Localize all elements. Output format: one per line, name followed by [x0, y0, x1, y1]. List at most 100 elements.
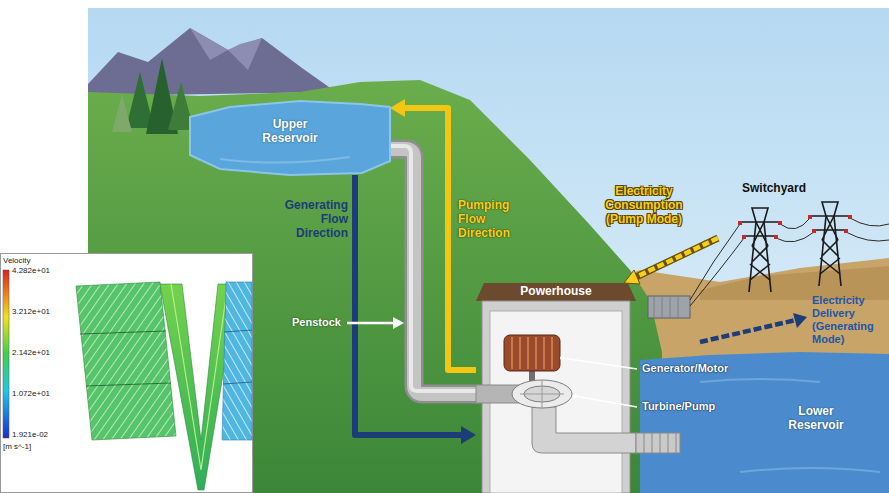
- delivery-arrow: [700, 313, 807, 342]
- cfd-inset: [223, 330, 252, 384]
- colorbar-value-anchor: 3.212e+01: [12, 307, 62, 317]
- colorbar-value-anchor: 2.142e+01: [12, 348, 62, 358]
- mountains: [88, 28, 336, 96]
- power-lines: [690, 224, 740, 300]
- generator-leader: [560, 356, 637, 369]
- node-text: Upper Reservoir: [256, 117, 324, 145]
- colorbar-unit-anchor: [m s^-1]: [3, 442, 63, 452]
- trees: [112, 94, 132, 132]
- mode-label: Electricity Consumption (Pump Mode): [596, 184, 692, 226]
- mountains: [88, 28, 336, 96]
- turbine-leader: [573, 394, 577, 398]
- insulator: [774, 235, 778, 239]
- arrow-head: [390, 99, 405, 117]
- insulator: [844, 229, 848, 233]
- sky: [88, 8, 889, 493]
- colorbar-value: 3.212e+01: [12, 307, 62, 317]
- consumption-arrow: [624, 270, 640, 284]
- cfd-inset: [222, 282, 252, 440]
- lower-reservoir-shape: [640, 352, 889, 493]
- transmission-tower: [749, 208, 771, 292]
- part-label: Generator/Motor: [642, 362, 752, 375]
- flow-label-anchor: Generating Flow Direction: [278, 198, 348, 240]
- powerhouse-shape: [512, 380, 572, 408]
- insulator: [778, 221, 782, 225]
- power-lines: [776, 232, 814, 242]
- insulator: [812, 229, 816, 233]
- power-lines: [846, 232, 889, 241]
- powerhouse: Powerhouse: [476, 283, 636, 493]
- powerhouse-shape: [476, 283, 636, 301]
- part-label-anchor: Penstock: [292, 316, 346, 329]
- upper-reservoir-shape: [220, 157, 350, 163]
- powerhouse-shape: [532, 407, 636, 453]
- cfd-inset: [1, 254, 253, 493]
- delivery-arrow: [793, 313, 807, 328]
- part-label-anchor: Switchyard: [742, 181, 814, 195]
- generating-flow-arrow: [355, 175, 476, 444]
- transmission-tower: [740, 208, 780, 292]
- insulator: [808, 215, 812, 219]
- generator-leader: [562, 358, 637, 369]
- mode-label: Electricity Delivery (Generating Mode): [812, 294, 886, 346]
- transmission-tower: [810, 216, 850, 274]
- powerhouse-shape: [476, 283, 636, 493]
- mode-label-anchor: Electricity Consumption (Pump Mode): [596, 184, 692, 226]
- mountains: [190, 28, 262, 70]
- penstock-leader: [347, 317, 404, 329]
- transmission-tower: [810, 202, 850, 286]
- transmission-tower: [740, 222, 780, 280]
- power-lines: [850, 218, 889, 226]
- transformer: [648, 296, 690, 318]
- power-lines: [780, 218, 810, 229]
- insulator: [738, 221, 742, 225]
- power-lines: [690, 218, 889, 306]
- consumption-arrow: [636, 238, 718, 277]
- mode-label-anchor: Electricity Delivery (Generating Mode): [812, 294, 886, 346]
- colorbar-value: 4.282e+01: [12, 266, 62, 276]
- part-label: Turbine/Pump: [642, 400, 752, 413]
- node-text: Lower Reservoir: [780, 404, 852, 432]
- powerhouse-shape: [504, 335, 560, 371]
- node-text: Powerhouse: [486, 284, 626, 298]
- part-label: Switchyard: [742, 181, 814, 195]
- transmission-tower: [819, 202, 841, 286]
- colorbar-title: Velocity: [3, 256, 63, 266]
- insulator: [848, 215, 852, 219]
- flow-label-anchor: Pumping Flow Direction: [458, 198, 530, 240]
- upper-reservoir-shape: [190, 101, 390, 175]
- flow-label: Pumping Flow Direction: [458, 198, 530, 240]
- colorbar-value-anchor: 4.282e+01: [12, 266, 62, 276]
- powerhouse-shape: [520, 380, 564, 408]
- colorbar-value: 1.072e+01: [12, 389, 62, 399]
- consumption-arrow: [636, 238, 718, 277]
- arrow-head: [461, 426, 476, 444]
- generator-leader: [560, 356, 564, 360]
- colorbar-value-anchor: 1.072e+01: [12, 389, 62, 399]
- part-label: Penstock: [292, 316, 346, 329]
- colorbar-value: 1.921e-02: [12, 430, 62, 440]
- colorbar-unit: [m s^-1]: [3, 442, 63, 452]
- turbine-leader: [575, 396, 637, 407]
- turbine-leader: [573, 394, 637, 407]
- cfd-inset: [171, 284, 228, 470]
- delivery-arrow: [700, 320, 796, 342]
- insulator: [742, 235, 746, 239]
- flow-label: Generating Flow Direction: [278, 198, 348, 240]
- upper-reservoir: Upper Reservoir: [190, 95, 390, 175]
- insulator: [738, 215, 852, 239]
- colorbar-title-anchor: Velocity: [3, 256, 63, 266]
- lower-reservoir-shape: [644, 433, 676, 453]
- lower-reservoir-shape: [636, 433, 680, 453]
- cfd-inset: [76, 282, 176, 440]
- part-label-anchor: Turbine/Pump: [642, 400, 752, 413]
- colorbar-value: 2.142e+01: [12, 348, 62, 358]
- cfd-inset: [80, 331, 171, 386]
- penstock-leader: [347, 322, 395, 325]
- part-label-anchor: Generator/Motor: [642, 362, 752, 375]
- powerhouse-shape: [512, 337, 552, 369]
- penstock-leader: [393, 317, 404, 329]
